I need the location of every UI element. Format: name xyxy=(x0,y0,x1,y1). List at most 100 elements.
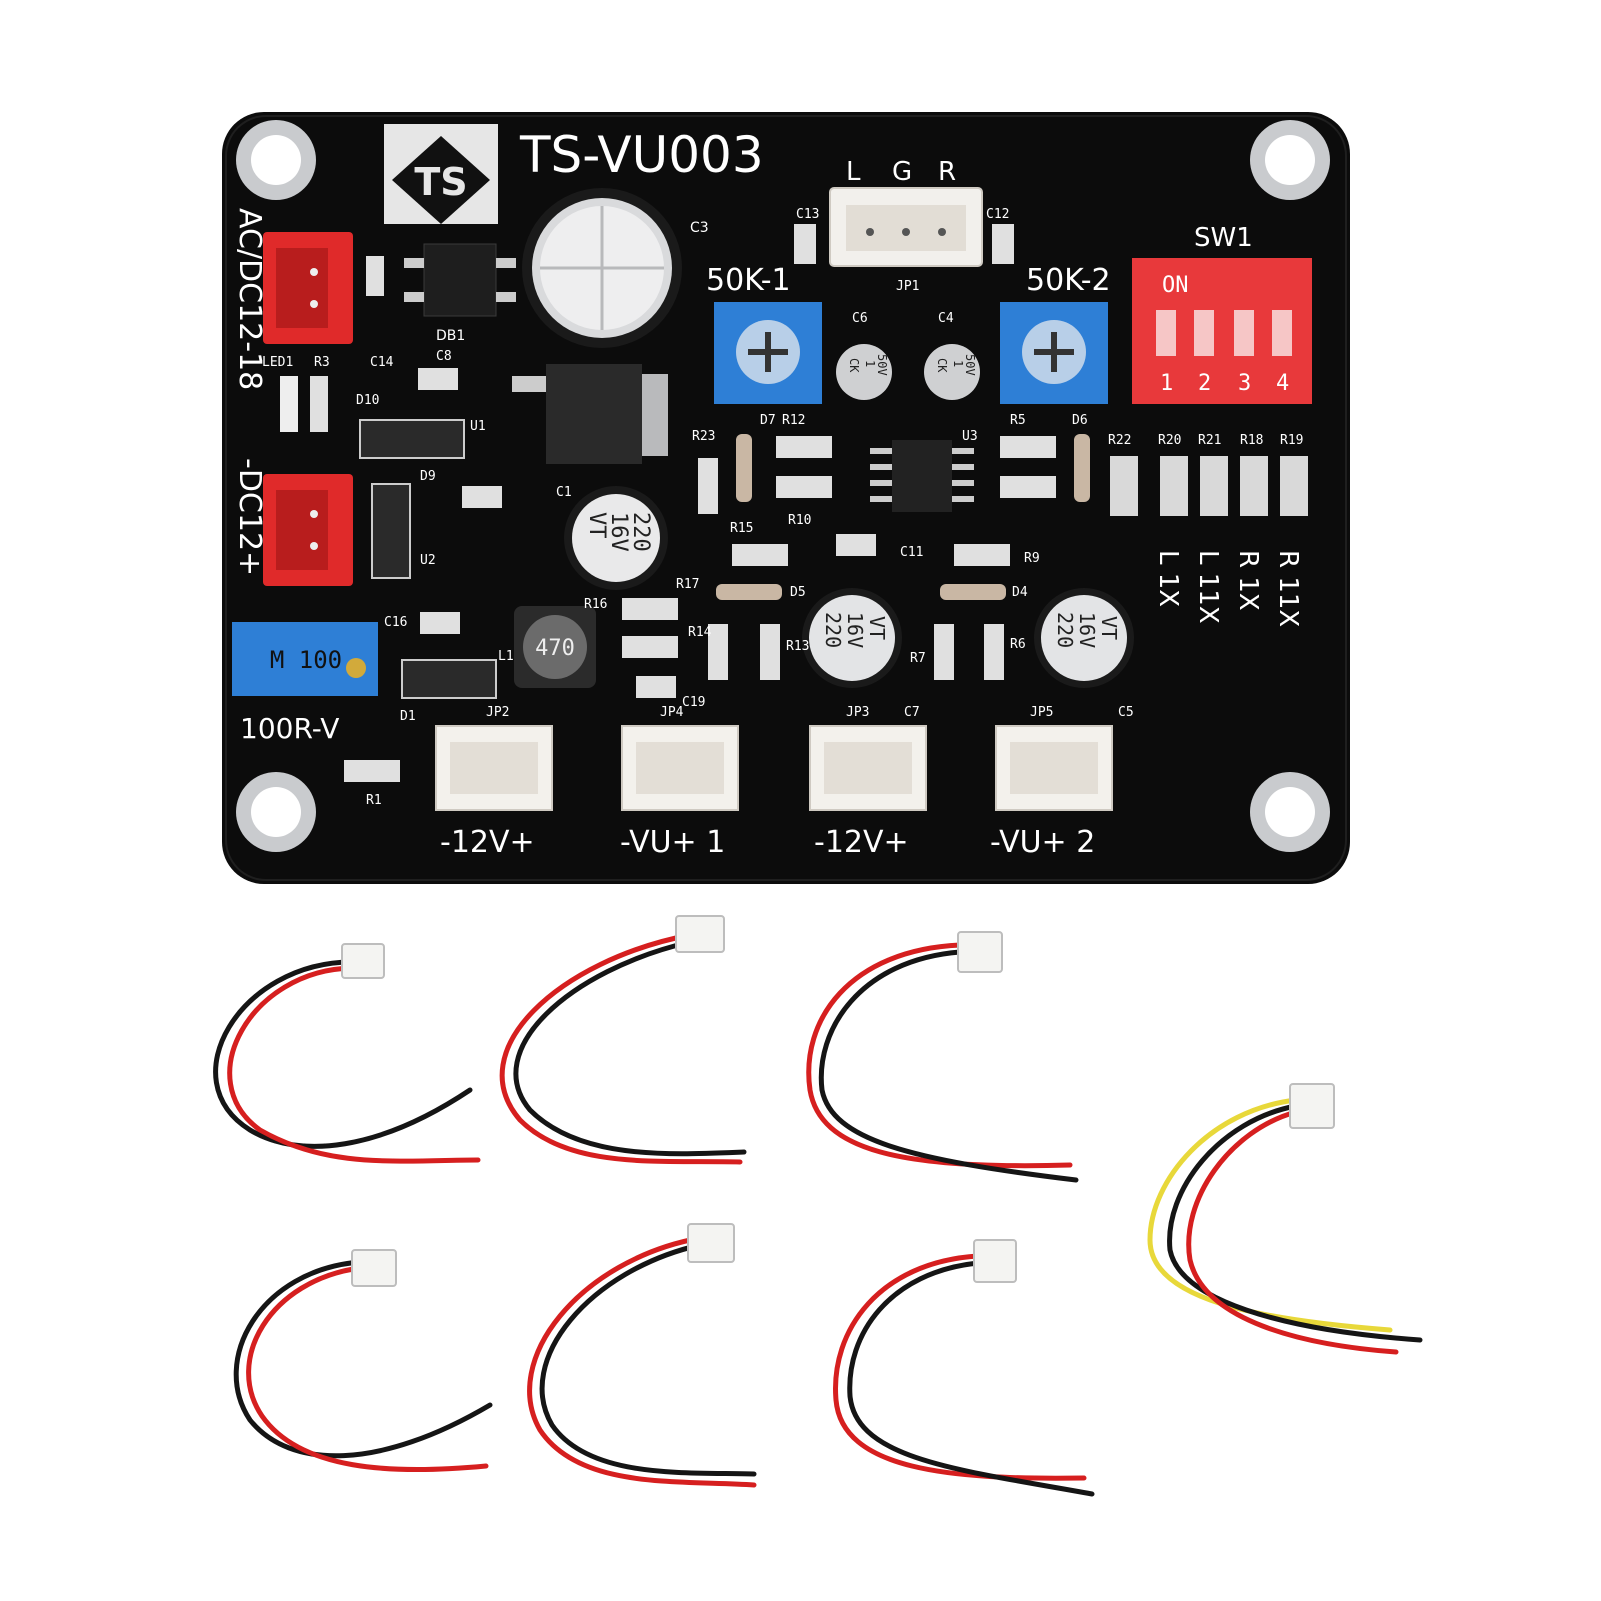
bottom-label-3: -12V+ xyxy=(814,825,909,860)
svg-text:U1: U1 xyxy=(470,419,486,434)
smd-diodes xyxy=(359,419,1090,699)
main-capacitor xyxy=(522,188,682,348)
bottom-headers xyxy=(435,725,1113,811)
ic-u3 xyxy=(870,440,974,512)
regulator-u1 xyxy=(512,364,668,464)
svg-text:C5: C5 xyxy=(1118,705,1134,720)
trim-pot[interactable]: M 100 xyxy=(232,622,378,696)
svg-text:C19: C19 xyxy=(682,695,705,710)
mode-label-l-11x: L 11X xyxy=(1193,550,1223,624)
pot-50k-1[interactable] xyxy=(714,302,822,404)
cap-c1-voltage: 16V xyxy=(606,512,631,552)
mounting-hole-icon xyxy=(1250,120,1330,200)
svg-text:C1: C1 xyxy=(556,485,572,500)
dip-toggle-4 xyxy=(1272,310,1292,356)
cable-set xyxy=(213,915,1423,1497)
svg-text:JP2: JP2 xyxy=(486,705,509,720)
dip-toggle-2 xyxy=(1194,310,1214,356)
mode-label-l-1x: L 1X xyxy=(1153,550,1183,607)
dip-switch[interactable]: ON 1 2 3 4 xyxy=(1132,258,1312,404)
input-header: L G R xyxy=(829,157,983,267)
cap-c4-value: 1 xyxy=(951,360,965,367)
svg-text:R18: R18 xyxy=(1240,433,1263,448)
header-jp4 xyxy=(621,725,739,811)
dip-toggle-3 xyxy=(1234,310,1254,356)
svg-text:R15: R15 xyxy=(730,521,753,536)
svg-text:D7: D7 xyxy=(760,413,776,428)
connector-icon xyxy=(341,943,385,979)
designator-c3: C3 xyxy=(690,220,709,236)
svg-text:JP4: JP4 xyxy=(660,705,684,720)
svg-text:R6: R6 xyxy=(1010,637,1026,652)
cap-c4-voltage: 50V xyxy=(963,354,977,376)
svg-text:R3: R3 xyxy=(314,355,330,370)
svg-text:JP3: JP3 xyxy=(846,705,869,720)
svg-text:JP5: JP5 xyxy=(1030,705,1053,720)
cap-c7-voltage: 16V xyxy=(843,612,867,648)
svg-text:R12: R12 xyxy=(782,413,805,428)
cap-c6-brand: CK xyxy=(847,358,861,373)
trim-pot-value: M 100 xyxy=(270,646,342,674)
pin-label-r: R xyxy=(938,157,956,187)
svg-text:R20: R20 xyxy=(1158,433,1181,448)
header-jp2 xyxy=(435,725,553,811)
inductor-l1: 470 xyxy=(514,606,596,688)
bottom-label-1: -12V+ xyxy=(440,825,535,860)
svg-text:R21: R21 xyxy=(1198,433,1221,448)
connector-icon xyxy=(351,1249,397,1287)
power-header-bottom xyxy=(263,474,353,586)
header-jp3 xyxy=(809,725,927,811)
connector-icon xyxy=(1289,1083,1335,1129)
svg-text:D5: D5 xyxy=(790,585,806,600)
mounting-holes xyxy=(236,120,1330,852)
svg-text:JP1: JP1 xyxy=(896,279,919,294)
two-pin-cable xyxy=(833,1239,1095,1497)
svg-text:C4: C4 xyxy=(938,311,954,326)
svg-text:R10: R10 xyxy=(788,513,811,528)
dip-num-2: 2 xyxy=(1198,371,1211,396)
inductor-value: 470 xyxy=(535,636,575,661)
dip-on-label: ON xyxy=(1162,273,1189,298)
bridge-rectifier xyxy=(404,243,516,317)
svg-text:D1: D1 xyxy=(400,709,416,724)
svg-text:U3: U3 xyxy=(962,429,978,444)
two-pin-cable xyxy=(499,915,747,1165)
pot-50k-2[interactable] xyxy=(1000,302,1108,404)
svg-text:R16: R16 xyxy=(584,597,607,612)
cap-c7-brand: VT xyxy=(865,616,889,640)
svg-text:R19: R19 xyxy=(1280,433,1303,448)
capacitor-c6: CK 1 50V xyxy=(836,344,892,400)
mounting-hole-icon xyxy=(236,120,316,200)
svg-text:LED1: LED1 xyxy=(262,355,293,370)
mode-label-r-11x: R 11X xyxy=(1273,550,1303,627)
svg-text:R14: R14 xyxy=(688,625,712,640)
capacitor-c1: 220 16V VT xyxy=(564,486,668,590)
pin-label-l: L xyxy=(846,157,861,187)
cap-c1-brand: VT xyxy=(584,512,609,539)
cap-c1-value: 220 xyxy=(628,512,653,552)
svg-text:C8: C8 xyxy=(436,349,452,364)
two-pin-cable xyxy=(527,1223,757,1488)
bottom-label-2: -VU+ 1 xyxy=(620,825,725,860)
connector-icon xyxy=(957,931,1003,973)
pot2-label: 50K-2 xyxy=(1026,263,1111,298)
svg-text:D6: D6 xyxy=(1072,413,1088,428)
two-pin-cable xyxy=(213,943,481,1164)
svg-text:D4: D4 xyxy=(1012,585,1028,600)
cap-c5-value: 220 xyxy=(1053,612,1077,648)
smd-resistors xyxy=(280,224,1056,782)
designators: C13 C12 JP1 C14 C8 LED1 R3 D10 U1 D9 C1 … xyxy=(262,207,1303,808)
two-pin-cable xyxy=(806,931,1079,1183)
designator-db1: DB1 xyxy=(436,328,465,344)
resistor-column xyxy=(1110,456,1308,516)
svg-text:R1: R1 xyxy=(366,793,382,808)
cap-c5-brand: VT xyxy=(1097,616,1121,640)
svg-text:C13: C13 xyxy=(796,207,819,222)
trim-label: 100R-V xyxy=(240,712,339,745)
ts-logo: TS xyxy=(384,124,498,224)
svg-text:R5: R5 xyxy=(1010,413,1026,428)
power-header-top xyxy=(263,232,353,344)
bottom-label-4: -VU+ 2 xyxy=(990,825,1095,860)
svg-text:R13: R13 xyxy=(786,639,809,654)
svg-text:C7: C7 xyxy=(904,705,920,720)
